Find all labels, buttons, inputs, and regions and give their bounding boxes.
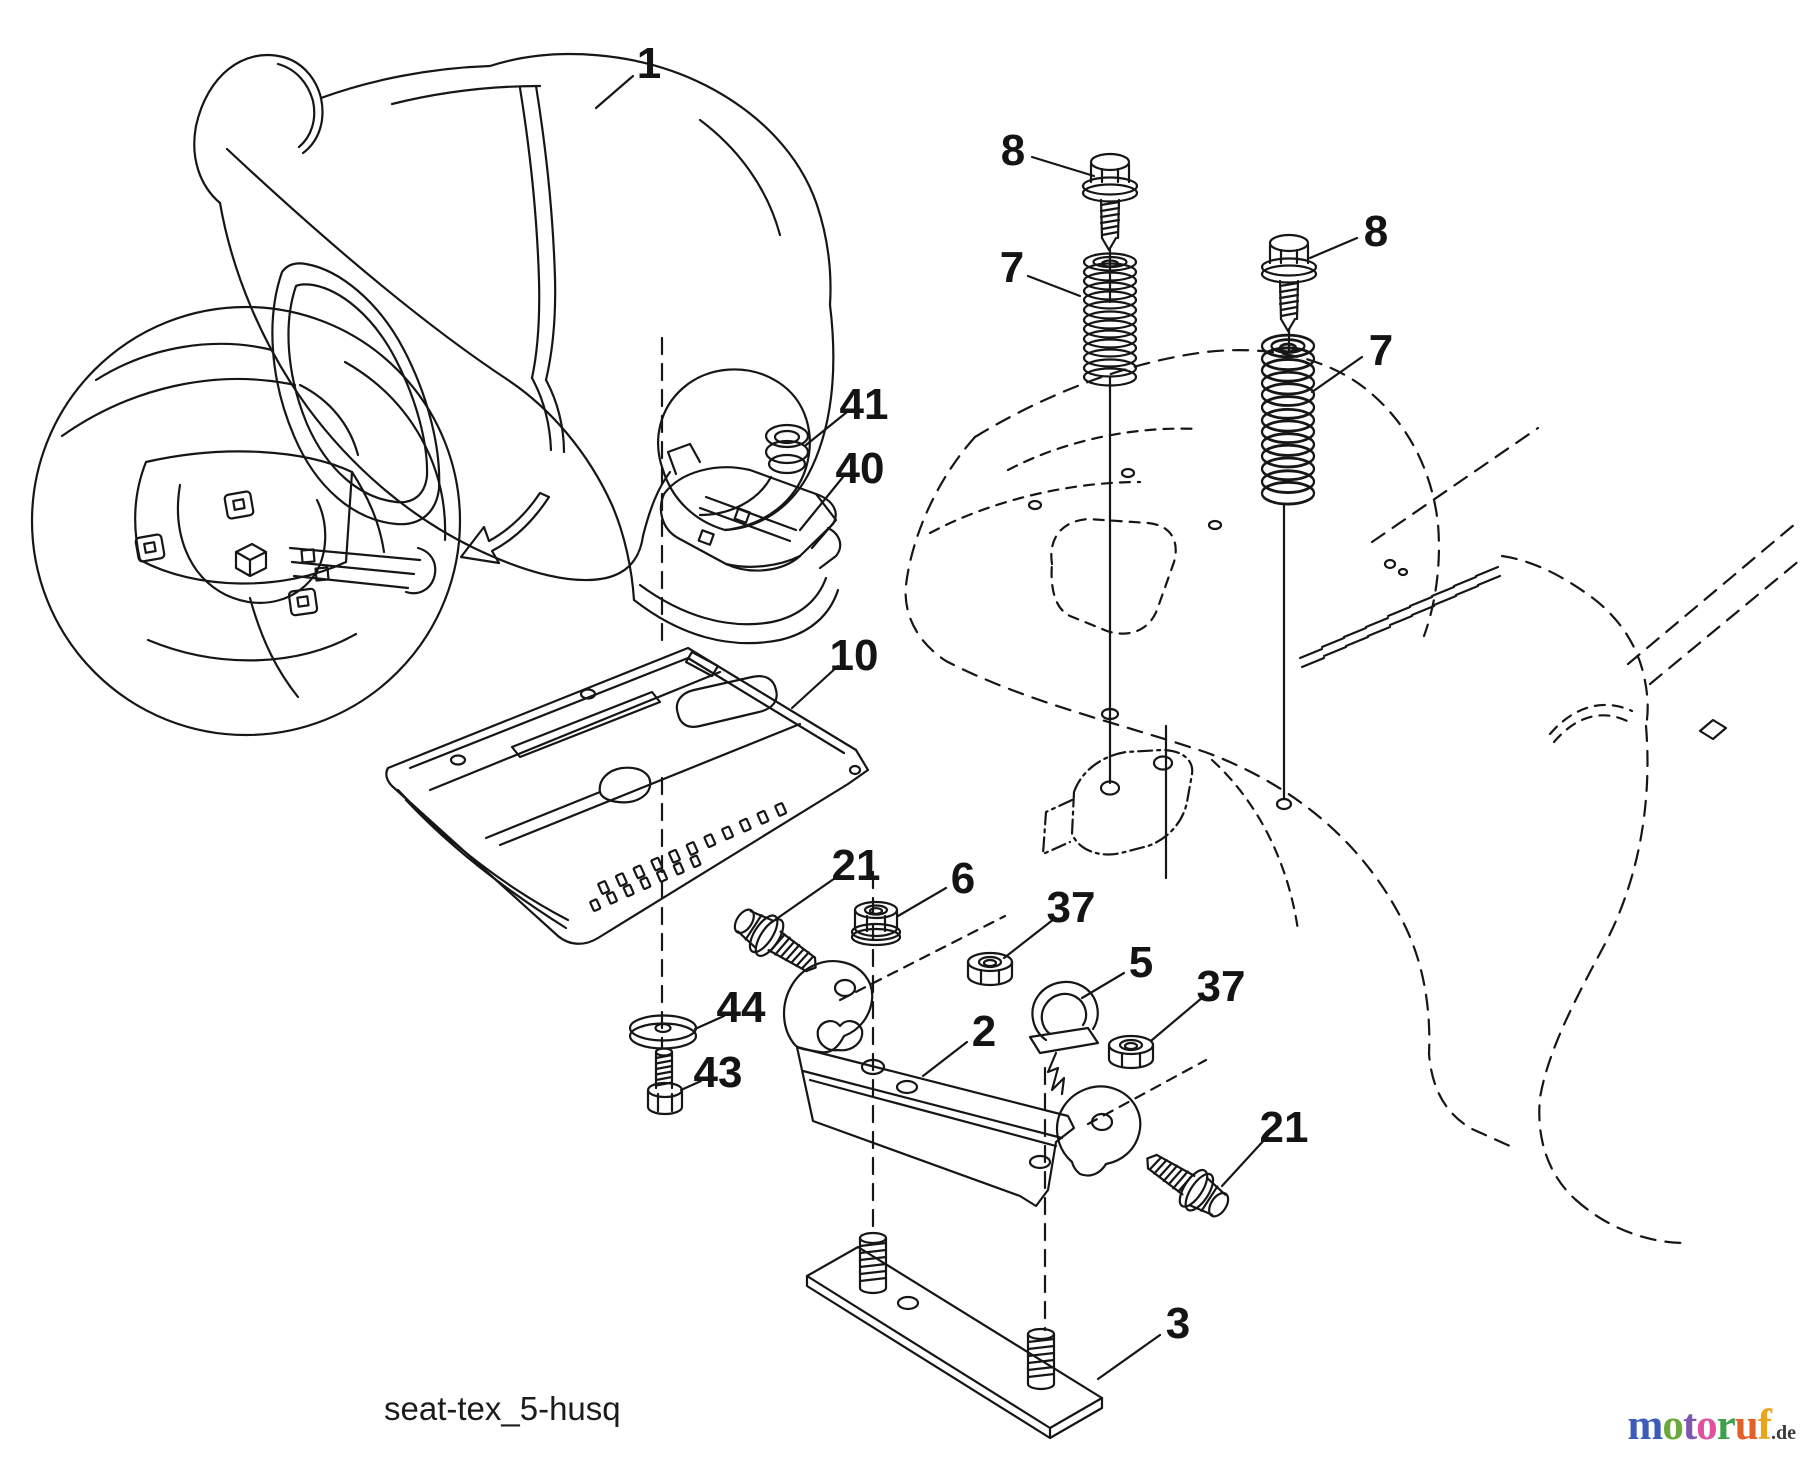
callout-label-5: 5 <box>1129 938 1153 987</box>
lock-nut-6 <box>850 900 902 947</box>
mount-plate-3 <box>805 1231 1104 1440</box>
shoulder-bolt-8-left <box>1081 152 1139 252</box>
inset-detail-circle <box>30 305 462 737</box>
seat-bracket-2 <box>782 960 1142 1208</box>
brand-letter: m <box>1627 1402 1664 1449</box>
callout-label-40: 40 <box>836 444 885 493</box>
brand-letter: f <box>1757 1402 1772 1449</box>
callout-label-10: 10 <box>830 631 879 680</box>
callout-label-7a: 7 <box>1000 243 1024 292</box>
callout-label-37b: 37 <box>1197 962 1246 1011</box>
support-bracket-dashed <box>1041 748 1194 856</box>
small-spring-41 <box>764 423 810 475</box>
callout-label-21b: 21 <box>1260 1103 1309 1152</box>
detail-pointer-arrow-icon <box>459 491 551 565</box>
pan-perforation-row <box>589 854 702 912</box>
alignment-lines <box>660 248 1291 1332</box>
seat-cushion <box>193 52 840 645</box>
brand-letter: r <box>1716 1402 1736 1449</box>
plate-stud <box>858 1231 888 1295</box>
callout-label-2: 2 <box>972 1007 996 1056</box>
callout-label-3: 3 <box>1166 1299 1190 1348</box>
callout-label-1: 1 <box>637 39 661 88</box>
callout-label-37a: 37 <box>1047 883 1096 932</box>
callout-label-41: 41 <box>840 380 889 429</box>
seat-pan-10 <box>385 646 870 945</box>
callout-label-8a: 8 <box>1001 126 1025 175</box>
pan-perforation-row <box>597 802 788 895</box>
brand-letter: t <box>1682 1402 1697 1449</box>
brand-letter: o <box>1696 1402 1717 1449</box>
callout-label-43: 43 <box>694 1048 743 1097</box>
drawing-code: seat-tex_5-husq <box>384 1390 621 1427</box>
flange-nut-37-right <box>1107 1034 1155 1070</box>
cable-clip-5 <box>1028 980 1100 1096</box>
seat-spring-7-right <box>1260 333 1316 506</box>
brand-letter: u <box>1734 1402 1759 1449</box>
leader-lines <box>594 74 1364 1381</box>
brand-logo[interactable]: motoruf.de <box>1596 1402 1797 1449</box>
latch-bracket-40 <box>659 442 842 572</box>
callout-label-6: 6 <box>951 854 975 903</box>
hex-bolt-21-left <box>725 898 829 987</box>
callout-label-8b: 8 <box>1364 207 1388 256</box>
hex-bolt-43 <box>646 1047 684 1116</box>
callout-label-21a: 21 <box>832 841 881 890</box>
shoulder-bolt-8-right <box>1260 233 1318 333</box>
brand-letter: o <box>1662 1402 1683 1449</box>
plate-stud <box>1026 1327 1056 1391</box>
fender-ridge-hatch <box>1298 565 1502 669</box>
callout-label-7b: 7 <box>1369 326 1393 375</box>
callout-label-44: 44 <box>717 983 766 1032</box>
callout-labels: 1 8 7 8 7 41 40 10 21 6 37 5 37 2 44 43 … <box>637 39 1393 1348</box>
hex-bolt-21-right <box>1134 1139 1238 1228</box>
seat-spring-7-left <box>1082 252 1138 387</box>
brand-domain-suffix: .de <box>1771 1422 1796 1444</box>
